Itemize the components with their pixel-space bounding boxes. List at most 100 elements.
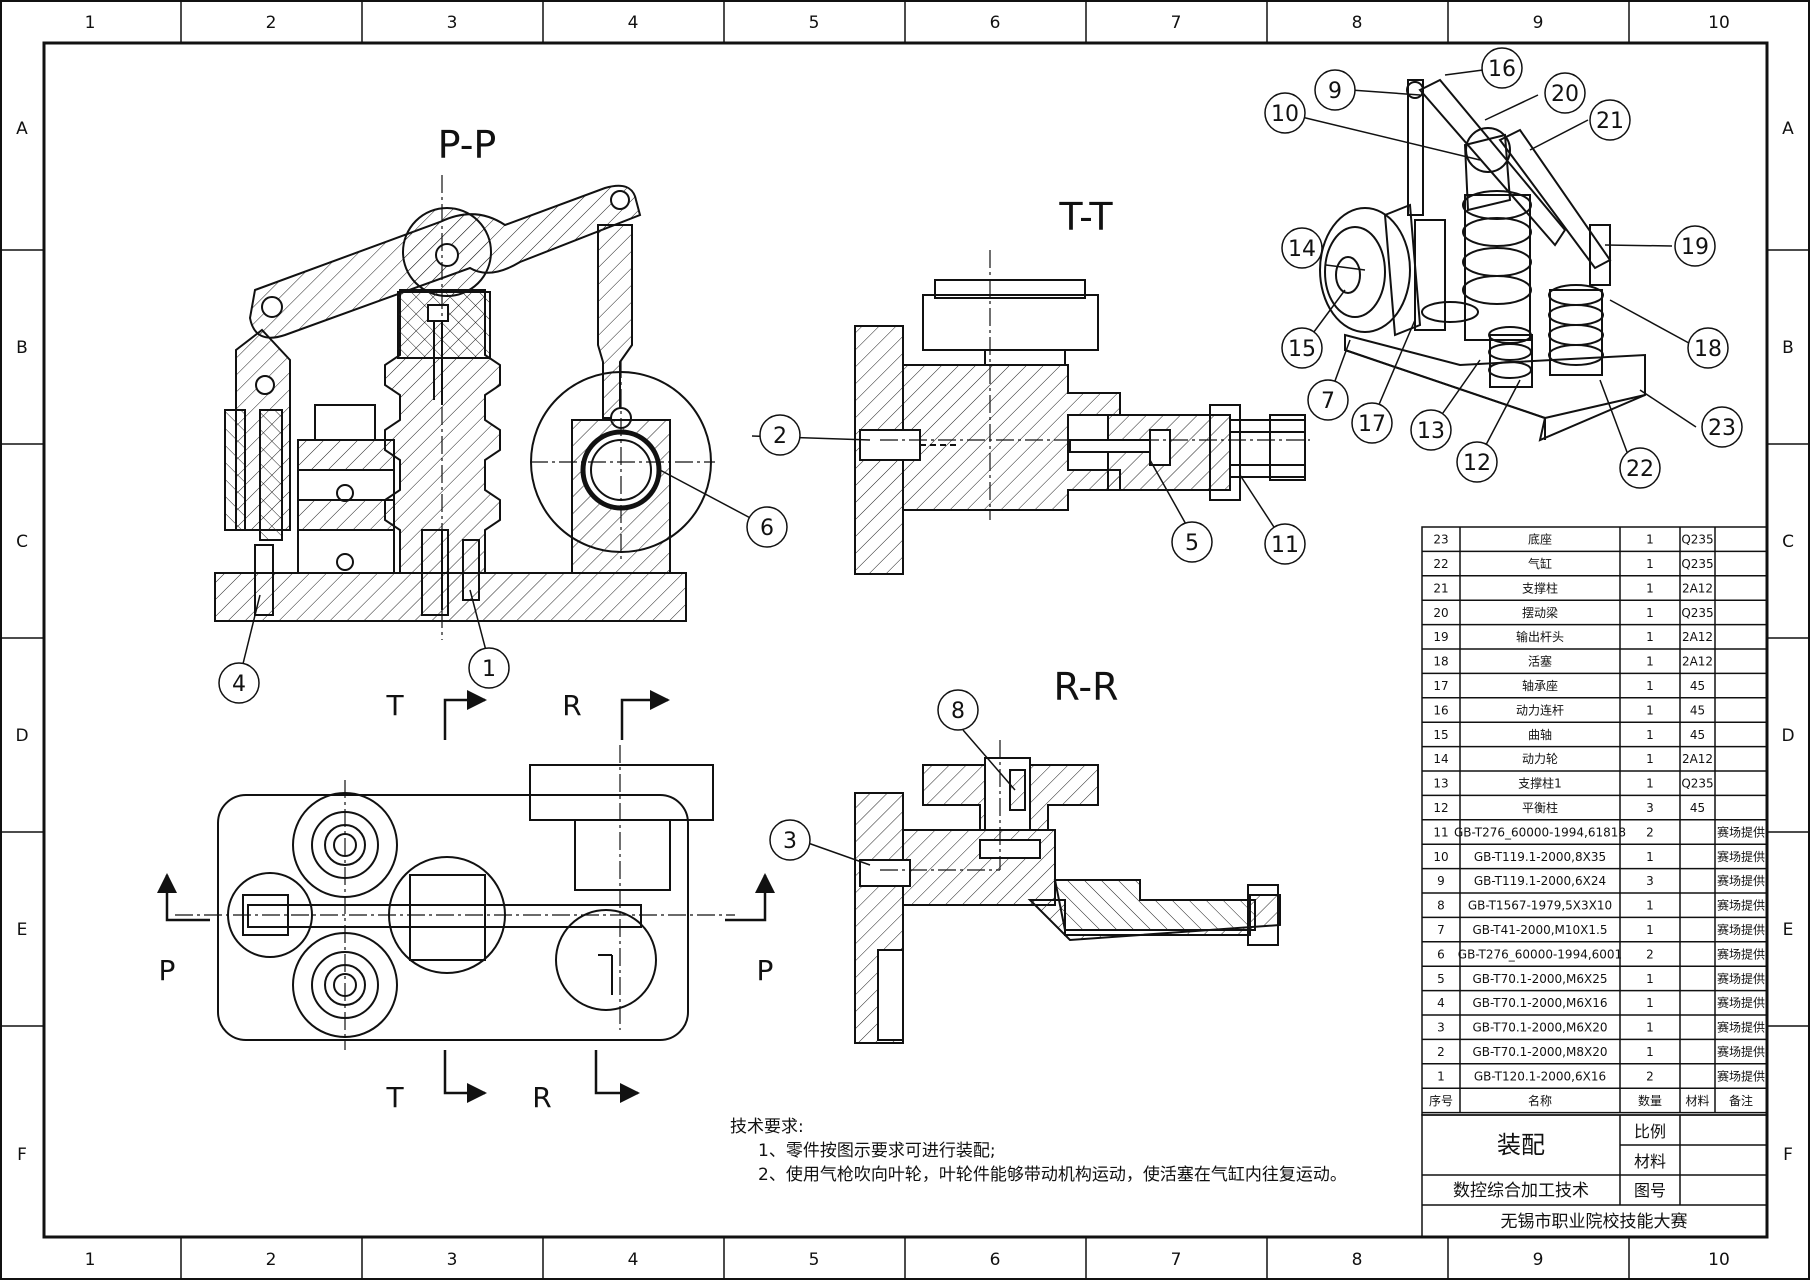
callout-22: 22 xyxy=(1626,457,1654,482)
bom-cell-qty: 1 xyxy=(1646,923,1654,937)
callout-14: 14 xyxy=(1288,237,1316,262)
bom-cell-remark: 赛场提供 xyxy=(1717,1068,1765,1083)
bom-cell-qty: 1 xyxy=(1646,972,1654,986)
bom-cell-name: GB-T70.1-2000,M6X16 xyxy=(1473,996,1608,1010)
callout-20: 20 xyxy=(1551,82,1579,107)
bom-cell-name: GB-T276_60000-1994,61818 xyxy=(1454,825,1626,839)
row-label: D xyxy=(1781,726,1794,746)
bom-cell-material: 2A12 xyxy=(1682,630,1713,644)
bom-cell-remark: 赛场提供 xyxy=(1717,946,1765,961)
bom-cell-qty: 1 xyxy=(1646,655,1654,669)
callout-23: 23 xyxy=(1708,416,1736,441)
col-label: 2 xyxy=(266,13,277,33)
bom-cell-name: 轴承座 xyxy=(1522,678,1558,693)
bom-cell-name: 曲轴 xyxy=(1528,727,1552,742)
bom-cell-material: 45 xyxy=(1690,703,1705,717)
callout-21: 21 xyxy=(1596,109,1624,134)
bom-cell-name: 底座 xyxy=(1528,532,1552,547)
callout-11: 11 xyxy=(1271,533,1299,558)
bom-header-cell: 数量 xyxy=(1638,1093,1662,1108)
view-rr: R-R xyxy=(854,665,1281,1044)
bom-cell-no: 6 xyxy=(1437,947,1445,961)
col-label: 10 xyxy=(1708,13,1730,33)
bom-cell-no: 21 xyxy=(1433,581,1448,595)
bom-cell-material: 45 xyxy=(1690,801,1705,815)
bom-cell-qty: 1 xyxy=(1646,703,1654,717)
bom-cell-name: GB-T119.1-2000,6X24 xyxy=(1474,874,1606,888)
bom-cell-material: 45 xyxy=(1690,679,1705,693)
callout-16: 16 xyxy=(1488,57,1516,82)
bom-cell-name: GB-T119.1-2000,8X35 xyxy=(1474,850,1606,864)
row-label: C xyxy=(1782,532,1794,552)
callout-12: 12 xyxy=(1463,451,1491,476)
bom-cell-qty: 3 xyxy=(1646,874,1654,888)
view-plan xyxy=(175,745,735,1050)
bom-cell-qty: 1 xyxy=(1646,581,1654,595)
bom-cell-remark: 赛场提供 xyxy=(1717,849,1765,864)
col-label: 7 xyxy=(1171,13,1182,33)
title-block xyxy=(1421,1114,1768,1238)
bom-cell-material: Q235 xyxy=(1681,557,1713,571)
col-label: 10 xyxy=(1708,1250,1730,1270)
bom-cell-no: 5 xyxy=(1437,972,1445,986)
bom-header-cell: 材料 xyxy=(1685,1094,1709,1108)
row-label: E xyxy=(17,920,28,940)
scale-label: 比例 xyxy=(1634,1122,1666,1141)
bom-cell-name: 支撑柱 xyxy=(1522,580,1558,595)
course-name: 数控综合加工技术 xyxy=(1453,1181,1589,1201)
col-label: 6 xyxy=(990,13,1001,33)
callout-10: 10 xyxy=(1271,102,1299,127)
bom-cell-name: 平衡柱 xyxy=(1522,800,1558,815)
bom-header-cell: 备注 xyxy=(1729,1093,1753,1108)
bom-cell-name: GB-T70.1-2000,M6X25 xyxy=(1473,972,1608,986)
section-label-r: R xyxy=(562,689,581,722)
organization-name: 无锡市职业院校技能大赛 xyxy=(1501,1211,1688,1232)
bom-cell-name: 摆动梁 xyxy=(1522,605,1558,620)
bom-cell-name: GB-T276_60000-1994,6001 xyxy=(1458,947,1622,961)
bom-cell-material: Q235 xyxy=(1681,533,1713,547)
col-label: 8 xyxy=(1352,1250,1363,1270)
bom-cell-no: 20 xyxy=(1433,606,1448,620)
col-label: 5 xyxy=(809,13,820,33)
notes-line-1: 1、零件按图示要求可进行装配; xyxy=(758,1141,996,1161)
bom-cell-qty: 1 xyxy=(1646,850,1654,864)
view-tt: T-T xyxy=(854,195,1310,575)
drawing-no-label: 图号 xyxy=(1634,1181,1666,1200)
technical-notes: 技术要求: 1、零件按图示要求可进行装配; 2、使用气枪吹向叶轮，叶轮件能够带动… xyxy=(730,1117,1347,1185)
bom-cell-qty: 1 xyxy=(1646,996,1654,1010)
col-label: 9 xyxy=(1533,1250,1544,1270)
callout-8: 8 xyxy=(951,699,965,724)
bom-cell-qty: 1 xyxy=(1646,728,1654,742)
col-label: 6 xyxy=(990,1250,1001,1270)
col-label: 5 xyxy=(809,1250,820,1270)
bom-cell-remark: 赛场提供 xyxy=(1717,898,1765,913)
bom-header-cell: 名称 xyxy=(1528,1093,1552,1108)
bom-cell-qty: 1 xyxy=(1646,777,1654,791)
callout-4: 4 xyxy=(232,672,246,697)
bom-cell-no: 14 xyxy=(1433,752,1448,766)
bom-cell-remark: 赛场提供 xyxy=(1717,971,1765,986)
section-label-p: P xyxy=(757,954,774,987)
bom-cell-remark: 赛场提供 xyxy=(1717,1044,1765,1059)
bom-cell-no: 2 xyxy=(1437,1045,1445,1059)
callout-15: 15 xyxy=(1288,337,1316,362)
bom-cell-name: 活塞 xyxy=(1528,654,1552,669)
bom-cell-no: 12 xyxy=(1433,801,1448,815)
notes-line-2: 2、使用气枪吹向叶轮，叶轮件能够带动机构运动，使活塞在气缸内往复运动。 xyxy=(758,1164,1347,1185)
bom-cell-no: 1 xyxy=(1437,1069,1445,1083)
bom-cell-no: 13 xyxy=(1433,777,1448,791)
bom-cell-no: 16 xyxy=(1433,703,1448,717)
bom-cell-material: 45 xyxy=(1690,728,1705,742)
row-label: F xyxy=(1783,1145,1793,1165)
bom-cell-no: 10 xyxy=(1433,850,1448,864)
col-label: 9 xyxy=(1533,13,1544,33)
section-label-p: P xyxy=(159,954,176,987)
view-title-rr: R-R xyxy=(1054,665,1119,709)
row-label: C xyxy=(16,532,28,552)
notes-title: 技术要求: xyxy=(730,1117,804,1137)
callout-5: 5 xyxy=(1185,531,1199,556)
bom-cell-no: 7 xyxy=(1437,923,1445,937)
material-label: 材料 xyxy=(1634,1152,1666,1171)
bom-cell-qty: 1 xyxy=(1646,630,1654,644)
